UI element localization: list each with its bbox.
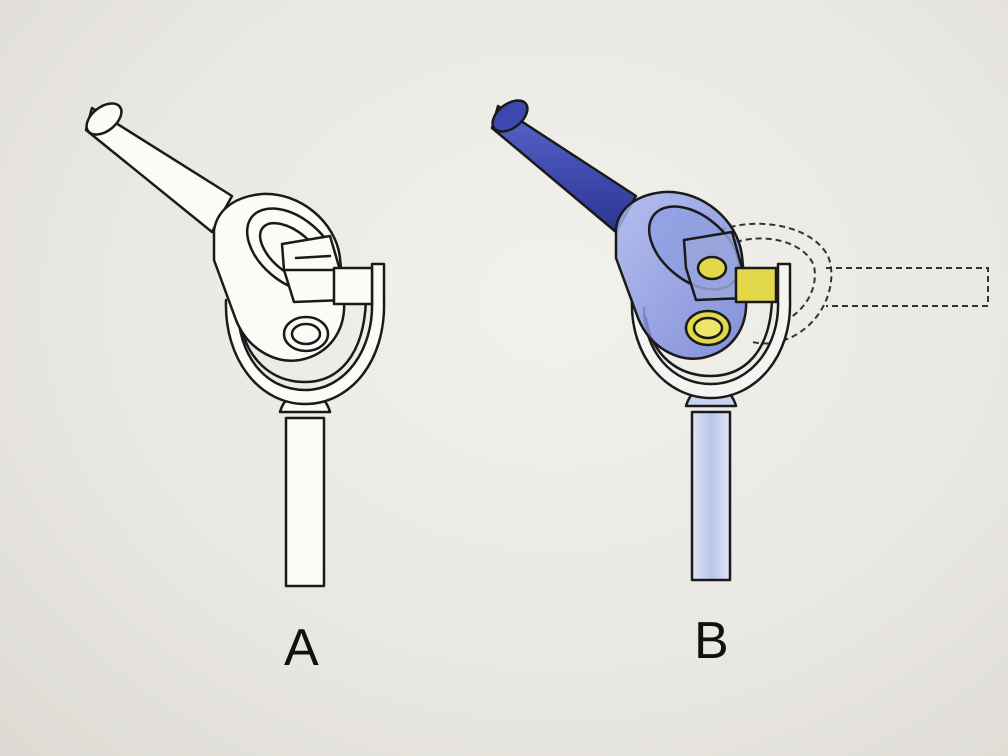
pin-bore: [282, 315, 330, 353]
figure-b: [490, 99, 792, 582]
figure-label-b: B: [694, 612, 729, 670]
lower-yoke-inner: [644, 298, 774, 378]
upper-shaft-end: [491, 99, 529, 133]
side-pin: [696, 255, 728, 281]
upper-shaft-end: [85, 102, 123, 136]
ghost-yoke: [719, 222, 833, 345]
figure-a: [84, 102, 386, 588]
lower-shaft: [284, 416, 326, 588]
lower-yoke-inner: [238, 298, 368, 384]
figure-label-a: A: [284, 619, 319, 677]
lower-yoke-outer: [630, 262, 792, 400]
cross-arm: [332, 266, 374, 306]
lower-shaft: [690, 410, 732, 582]
ghost-shaft: [826, 267, 989, 307]
pin-bore-inner: [692, 316, 724, 340]
cross-block-face: [284, 254, 340, 272]
cross-arm: [734, 266, 778, 304]
pin-bore-inner: [290, 322, 322, 346]
lower-yoke-outer: [224, 262, 386, 406]
ghost-position: [719, 222, 989, 345]
